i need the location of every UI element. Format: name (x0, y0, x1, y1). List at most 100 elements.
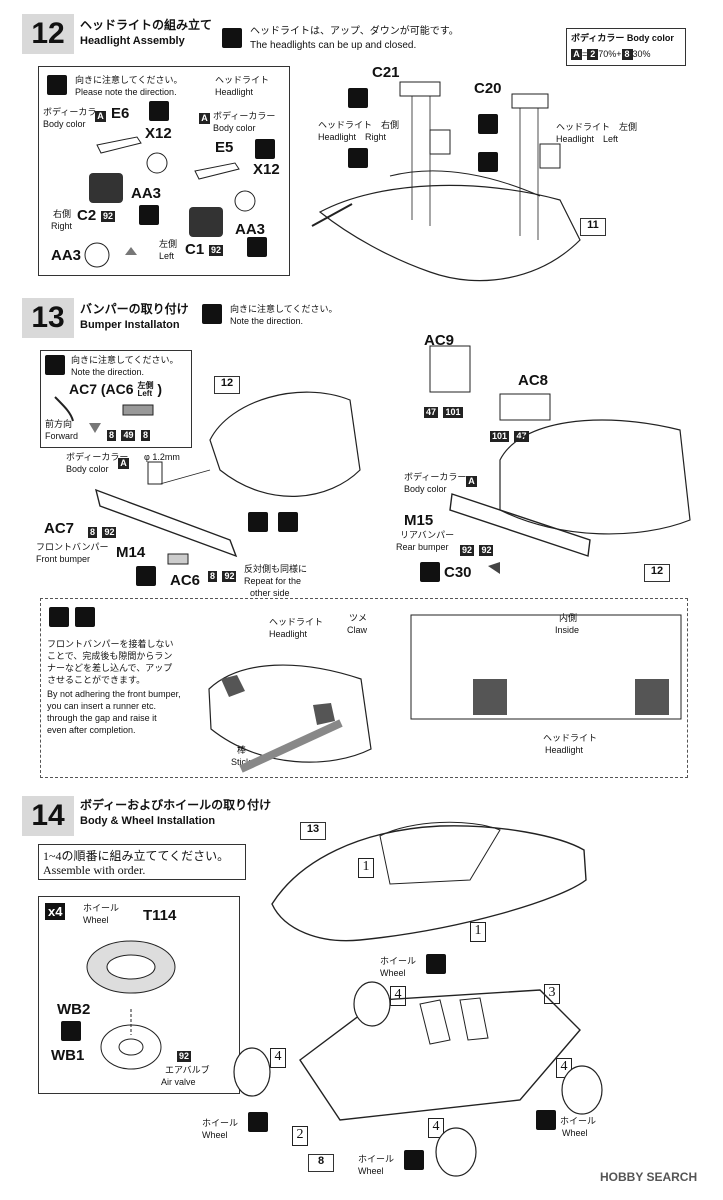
direction-icon-aa3b (247, 237, 267, 257)
glue-icon-2 (255, 139, 275, 159)
step-14-title-en: Body & Wheel Installation (80, 815, 216, 827)
hl-left-jp: ヘッドライト 左側 (556, 122, 638, 132)
step-13-direction-en: Note the direction. (230, 316, 304, 326)
order-4-d: 4 (428, 1118, 444, 1138)
tip-jp-1: フロントバンパーを接着しない (47, 639, 174, 649)
up-down-icon (222, 28, 242, 48)
step-13-title-jp: バンパーの取り付け (80, 302, 189, 316)
hl-left-en: Headlight Left (556, 134, 619, 144)
order-jp: 1~4の順番に組み立ててください。 (43, 849, 230, 863)
glue-icon-c21 (348, 88, 368, 108)
part-ac9: AC9 (424, 332, 455, 349)
tip-inside-jp: 内側 (559, 613, 578, 623)
tip-drawing (208, 614, 682, 773)
bodycolor-jp-1: ボディーカラー (43, 107, 106, 117)
bodycolor-jp-2: ボディーカラー (213, 111, 276, 121)
part-e5: E5 (215, 139, 234, 156)
hl-right-en: Headlight Right (318, 132, 387, 142)
flip-icon-13 (248, 512, 268, 532)
tip-stick-jp: 棒 (237, 745, 247, 755)
rear-bodycolor-en: Body color (404, 484, 447, 494)
headlight-tip-box: フロントバンパーを接着しない ことで、完成後も隙間からラン ナーなどを差し込んで… (40, 598, 688, 778)
watermark: HOBBY SEARCH (600, 1170, 698, 1184)
wheel-label-1-jp: ホイール (380, 956, 417, 966)
wheel-label-2-en: Wheel (202, 1130, 228, 1140)
wheel-label-1-en: Wheel (380, 968, 406, 978)
tip-stick-en: Stick (231, 757, 251, 767)
part-c30: C30 (444, 564, 472, 581)
front-bumper-en: Front bumper (36, 554, 91, 564)
part-t114: T114 (143, 907, 177, 924)
ac7-paints: 8 49 8 (107, 430, 150, 441)
tip-headlight2-en: Headlight (545, 745, 584, 755)
headlight-jp: ヘッドライト (215, 75, 270, 85)
direction-en: Please note the direction. (75, 87, 177, 97)
m15-paint-codes: 92 92 (460, 545, 494, 556)
front-body-drawing-12 (311, 81, 581, 282)
cut-icon-13 (278, 512, 298, 532)
order-1-a: 1 (358, 858, 374, 878)
bodycolor-en-1: Body color (43, 119, 86, 129)
drill-size: φ 1.2mm (144, 452, 180, 462)
wheel-glue-icon-3 (536, 1110, 556, 1130)
step-12-number: 12 (22, 14, 74, 54)
headlight-parts-drawing (84, 136, 256, 268)
wheel-label-3-jp: ホイール (560, 1116, 597, 1126)
part-ac6: AC6 (170, 572, 201, 589)
ref-step-13: 13 (300, 822, 326, 840)
wheel-jp: ホイール (83, 903, 120, 913)
part-m15: M15 (404, 512, 434, 529)
body-color-letter-a: A (95, 111, 106, 122)
part-x12-a: X12 (145, 125, 172, 142)
wheel-glue-icon-2 (248, 1112, 268, 1132)
order-4-b: 4 (270, 1048, 286, 1068)
part-c21: C21 (372, 64, 400, 81)
tip-jp-3: ナーなどを差し込んで、アップ (47, 663, 173, 673)
tip-claw-jp: ツメ (349, 613, 368, 623)
paint-92-c2: 92 (101, 211, 116, 222)
step-12-title-jp: ヘッドライトの組み立て (80, 18, 213, 32)
assembly-order-note: 1~4の順番に組み立ててください。 Assemble with order. (38, 844, 246, 880)
wheel-assembly-box: x4 ホイール Wheel T114 WB2 WB1 92 エアバルブ Air … (38, 896, 240, 1094)
ref-step-12-b: 12 (644, 564, 670, 582)
bodycolor-en-2: Body color (213, 123, 256, 133)
right-en: Right (51, 221, 73, 231)
part-ac8: AC8 (518, 372, 549, 389)
order-en: Assemble with order. (43, 863, 146, 877)
direction-icon-13 (202, 304, 222, 324)
step-14-number: 14 (22, 796, 74, 836)
order-4-a: 4 (390, 986, 406, 1006)
direction-icon-c30 (420, 562, 440, 582)
rear-bodycolor-jp: ボディーカラー (404, 472, 467, 482)
wheel-label-3-en: Wheel (562, 1128, 588, 1138)
front-bumper-drawing (94, 391, 361, 565)
tip-jp-4: させることができます。 (47, 675, 146, 685)
step-12-title-en: Headlight Assembly (80, 35, 185, 47)
wheel-en: Wheel (83, 915, 109, 925)
tip-en-3: through the gap and raise it (47, 713, 157, 723)
body-color-letter-a-2: A (199, 113, 210, 124)
wheel-label-2-jp: ホイール (202, 1118, 239, 1128)
rear-bumper-drawing (429, 345, 691, 574)
ref-step-12-a: 12 (214, 376, 240, 394)
step-14-title-jp: ボディーおよびホイールの取り付け (80, 798, 272, 812)
front-bumper-letter-a: A (118, 458, 129, 469)
glue-icon-wb (61, 1021, 81, 1041)
ref-step-8: 8 (308, 1154, 334, 1172)
step-13-direction-jp: 向きに注意してください。 (230, 304, 338, 314)
part-ac7: AC7 (44, 520, 75, 537)
wheel-label-4-en: Wheel (358, 1166, 384, 1176)
tip-headlight-jp: ヘッドライト (269, 617, 324, 627)
part-c1: C1 (185, 241, 205, 258)
wheel-glue-icon-4 (404, 1150, 424, 1170)
paint-92-c1: 92 (209, 245, 224, 256)
ac6-paint-codes: 8 92 (208, 571, 237, 582)
tip-en-1: By not adhering the front bumper, (47, 689, 181, 699)
order-2: 2 (292, 1126, 308, 1146)
ac7-paint-codes: 8 92 (88, 527, 117, 538)
ac9-paint-codes: 47 101 (424, 407, 463, 418)
rear-bumper-letter-a: A (466, 476, 477, 487)
